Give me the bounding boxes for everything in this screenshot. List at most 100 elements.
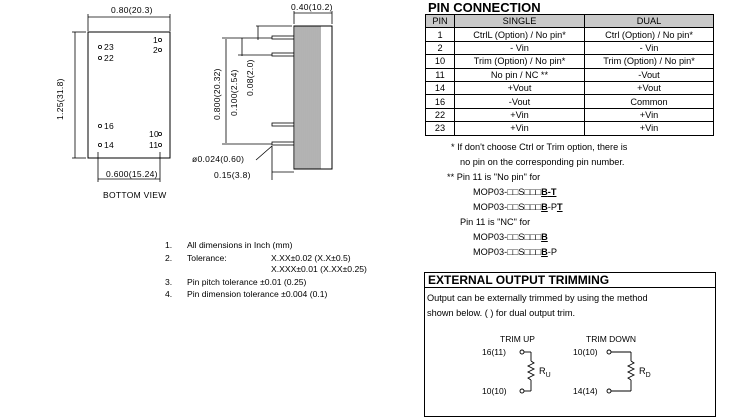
note-number: 4. <box>165 289 173 299</box>
note-text: Pin pitch tolerance ±0.01 (0.25) <box>187 277 307 287</box>
trim-up-bottom-pin: 10(10) <box>482 386 507 396</box>
table-cell: 22 <box>425 107 455 123</box>
footnote: no pin on the corresponding pin number. <box>460 157 625 167</box>
model-prefix: MOP03- <box>473 247 508 257</box>
model-prefix: MOP03- <box>473 202 508 212</box>
pin-length: 0.15(3.8) <box>214 170 251 180</box>
model-code-bp: MOP03-□□S□□□B-P <box>473 247 557 257</box>
tolerance-value: X.XXX±0.01 (X.XX±0.25) <box>271 264 367 274</box>
blank-boxes: □□ <box>507 187 519 197</box>
table-cell: 10 <box>425 54 455 69</box>
side-dim-a: 0.800(20.32) <box>212 68 222 120</box>
trim-down-bottom-pin: 14(14) <box>573 386 598 396</box>
side-width-dimension: 0.40(10.2) <box>291 2 333 12</box>
model-s: S <box>518 232 525 242</box>
footnote: ** Pin 11 is "No pin" for <box>447 172 541 182</box>
table-row: 23+Vin+Vin <box>425 121 714 136</box>
resistor-symbol: R <box>639 366 646 376</box>
blank-boxes: □□□ <box>524 247 542 257</box>
table-cell: - Vin <box>584 40 714 56</box>
table-cell: 16 <box>425 94 455 109</box>
resistor-up-label: RU <box>539 366 551 379</box>
trim-down-top-pin: 10(10) <box>573 347 598 357</box>
blank-boxes: □□ <box>507 202 519 212</box>
model-code-b: MOP03-□□S□□□B <box>473 232 548 242</box>
note-text: Pin dimension tolerance ±0.004 (0.1) <box>187 289 328 299</box>
table-cell: -Vout <box>454 94 585 109</box>
table-cell: +Vin <box>454 121 585 136</box>
pin-label: 2 <box>153 45 159 55</box>
footnote: * If don't choose Ctrl or Trim option, t… <box>451 142 628 152</box>
trimming-description: shown below. ( ) for dual output trim. <box>427 308 576 318</box>
note-number: 2. <box>165 253 173 263</box>
model-b: B <box>541 187 548 197</box>
table-cell: Trim (Option) / No pin* <box>454 54 585 69</box>
blank-boxes: □□□ <box>524 187 542 197</box>
nc-note: Pin 11 is "NC" for <box>460 217 531 227</box>
table-cell: +Vin <box>454 107 585 123</box>
table-row: 22+Vin+Vin <box>425 107 714 123</box>
table-cell: +Vout <box>584 80 714 96</box>
column-header: SINGLE <box>454 13 585 29</box>
pin-label: 23 <box>104 42 115 52</box>
width-dimension: 0.80(20.3) <box>111 5 153 15</box>
model-s: S <box>518 187 525 197</box>
model-code-t: MOP03-□□S□□□B-T <box>473 187 556 197</box>
trim-circuit-diagram <box>519 349 636 394</box>
table-cell: - Vin <box>454 40 585 56</box>
model-suffix-p: -P <box>547 247 557 257</box>
model-b: B <box>541 247 548 257</box>
blank-boxes: □□ <box>507 232 519 242</box>
trim-up-top-pin: 16(11) <box>482 347 506 357</box>
model-prefix: MOP03- <box>473 187 508 197</box>
bottom-view-caption: BOTTOM VIEW <box>103 190 167 200</box>
model-s: S <box>518 247 525 257</box>
pin-diameter: ø0.024(0.60) <box>192 154 245 164</box>
side-dim-b: 0.100(2.54) <box>229 69 239 116</box>
pin-connection-title: PIN CONNECTION <box>428 0 541 15</box>
model-suffix-p: -P <box>547 202 557 212</box>
table-cell: Ctrl (Option) / No pin* <box>584 27 714 42</box>
table-cell: CtrlL (Option) / No pin* <box>454 27 585 42</box>
model-s: S <box>518 202 525 212</box>
table-cell: 11 <box>425 67 455 82</box>
blank-boxes: □□ <box>507 247 519 257</box>
pin-label: 1 <box>153 35 159 45</box>
pin-label: 16 <box>104 121 115 131</box>
trimming-title: EXTERNAL OUTPUT TRIMMING <box>425 273 715 288</box>
model-suffix-pt-t: T <box>556 202 563 212</box>
blank-boxes: □□□ <box>524 232 542 242</box>
pitch-dimension: 0.600(15.24) <box>106 169 158 179</box>
resistor-down-label: RD <box>639 366 651 379</box>
note-text: All dimensions in Inch (mm) <box>187 240 293 250</box>
model-code-pt: MOP03-□□S□□□B-PT <box>473 202 563 212</box>
note-number: 3. <box>165 277 173 287</box>
side-dim-c: 0.08(2.0) <box>245 59 255 96</box>
table-cell: 23 <box>425 121 455 136</box>
table-cell: -Vout <box>584 67 714 82</box>
pin-label: 22 <box>104 53 115 63</box>
table-cell: Trim (Option) / No pin* <box>584 54 714 69</box>
resistor-symbol: R <box>539 366 546 376</box>
model-b: B <box>541 202 548 212</box>
pin-label: 14 <box>104 140 115 150</box>
model-b: B <box>541 232 548 242</box>
table-cell: +Vout <box>454 80 585 96</box>
tolerance-value: X.XX±0.02 (X.X±0.5) <box>271 253 351 263</box>
model-prefix: MOP03- <box>473 232 508 242</box>
table-cell: 2 <box>425 40 455 56</box>
table-cell: No pin / NC ** <box>454 67 585 82</box>
resistor-subscript: D <box>645 371 651 379</box>
trimming-panel: EXTERNAL OUTPUT TRIMMING Output can be e… <box>424 272 716 417</box>
table-row: 2- Vin- Vin <box>425 40 714 56</box>
trim-down-label: TRIM DOWN <box>586 334 637 344</box>
table-cell: 1 <box>425 27 455 42</box>
table-cell: Common <box>584 94 714 109</box>
trim-up-label: TRIM UP <box>500 334 535 344</box>
resistor-subscript: U <box>545 371 551 379</box>
trimming-description: Output can be externally trimmed by usin… <box>427 293 648 303</box>
